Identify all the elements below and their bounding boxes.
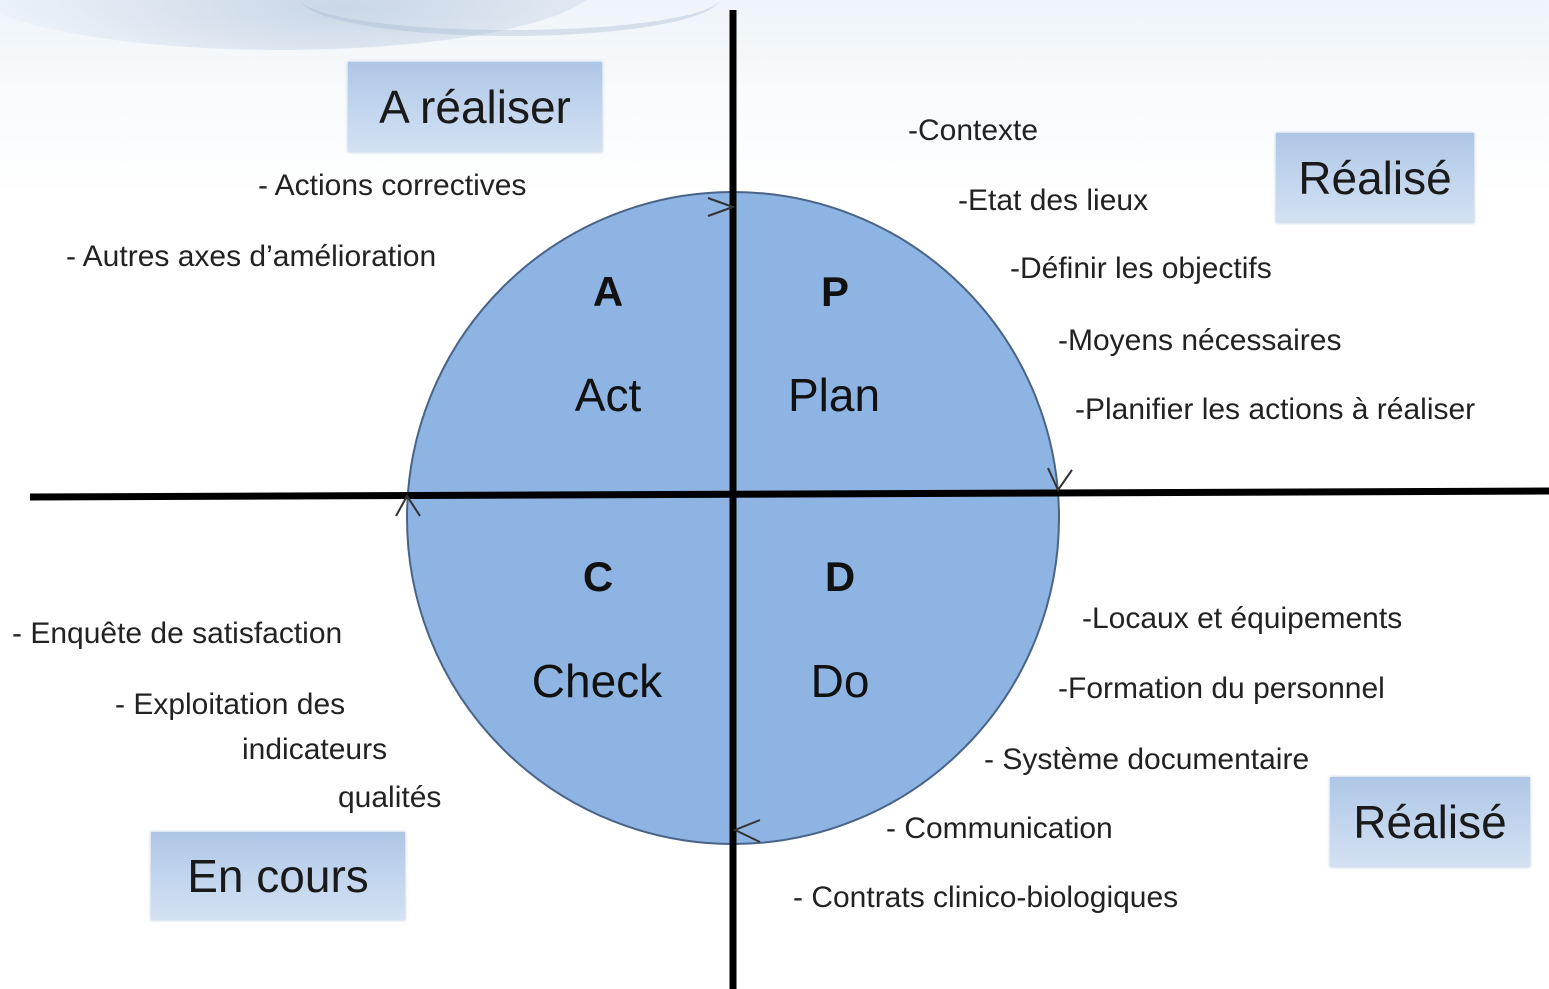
act-note-2: - Autres axes d’amélioration bbox=[66, 240, 437, 273]
check-note-3: indicateurs bbox=[242, 733, 388, 766]
do-note-1: -Locaux et équipements bbox=[1082, 602, 1403, 635]
plan-note-1: -Contexte bbox=[908, 114, 1039, 147]
act-word: Act bbox=[574, 369, 642, 421]
plan-note-2: -Etat des lieux bbox=[958, 184, 1149, 217]
arrowhead-right bbox=[1047, 467, 1073, 493]
arrowhead-left bbox=[395, 494, 421, 517]
status-box-do: Réalisé bbox=[1330, 777, 1530, 867]
do-note-4: - Communication bbox=[886, 812, 1113, 845]
horizontal-axis bbox=[29, 487, 1549, 501]
check-letter: C bbox=[582, 553, 614, 600]
act-note-1: - Actions correctives bbox=[258, 169, 527, 202]
header-swoosh-line bbox=[300, 0, 720, 36]
plan-note-3: -Définir les objectifs bbox=[1010, 252, 1272, 285]
status-box-act: A réaliser bbox=[348, 62, 602, 152]
act-letter: A bbox=[592, 268, 624, 315]
plan-word: Plan bbox=[787, 369, 881, 421]
do-word: Do bbox=[810, 655, 870, 707]
check-note-1: - Enquête de satisfaction bbox=[12, 617, 343, 650]
plan-letter: P bbox=[820, 268, 849, 315]
check-note-2: - Exploitation des bbox=[115, 688, 346, 721]
do-note-5: - Contrats clinico-biologiques bbox=[793, 881, 1179, 914]
status-box-plan: Réalisé bbox=[1276, 133, 1474, 223]
status-box-check: En cours bbox=[151, 832, 405, 920]
arrowhead-top bbox=[707, 197, 736, 217]
do-note-3: - Système documentaire bbox=[984, 743, 1310, 776]
check-word: Check bbox=[531, 655, 663, 707]
do-letter: D bbox=[824, 553, 856, 600]
arrowhead-bottom bbox=[732, 819, 761, 843]
do-note-2: -Formation du personnel bbox=[1058, 672, 1385, 705]
check-note-4: qualités bbox=[338, 781, 442, 814]
plan-note-4: -Moyens nécessaires bbox=[1058, 324, 1342, 357]
plan-note-5: -Planifier les actions à réaliser bbox=[1075, 393, 1476, 426]
